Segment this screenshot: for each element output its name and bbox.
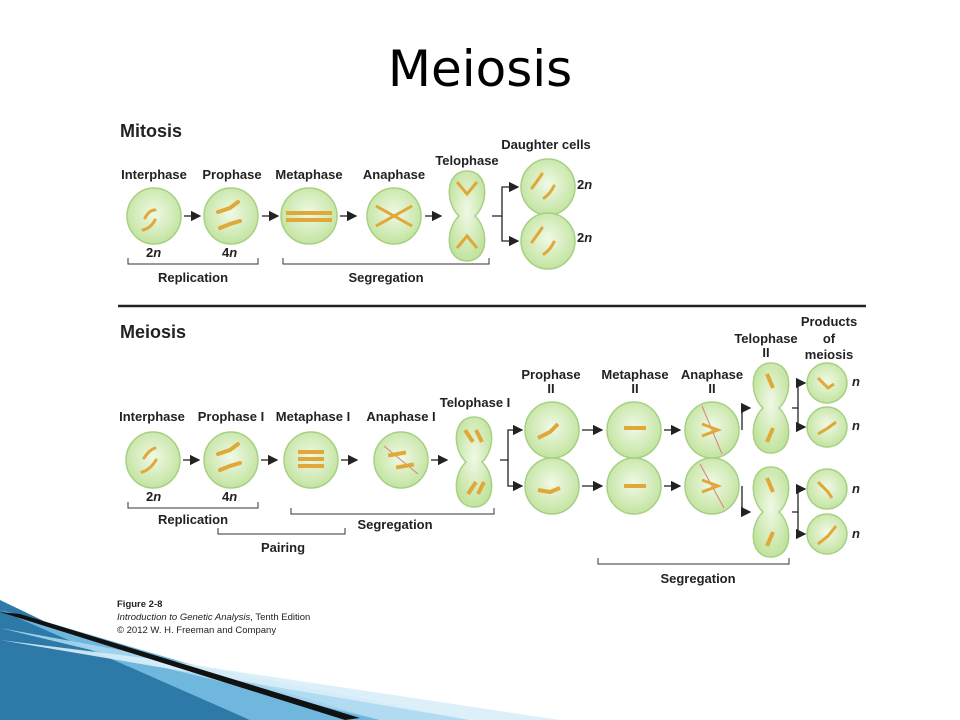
slide-title: Meiosis bbox=[387, 40, 573, 98]
meiosis-arrows bbox=[183, 377, 807, 540]
mitosis-stage-label: Telophase bbox=[435, 153, 498, 168]
book-reference: Introduction to Genetic Analysis, Tenth … bbox=[117, 611, 310, 624]
mitosis-daughter-cell-top bbox=[520, 158, 576, 216]
meiosis-bracket-label: Segregation bbox=[660, 571, 735, 586]
mitosis-brackets bbox=[127, 258, 490, 265]
meiosis-metaphase-i-cell bbox=[283, 431, 339, 489]
meiosis-stage-label: Interphase bbox=[119, 409, 185, 424]
mitosis-bracket-label: Segregation bbox=[348, 270, 423, 285]
meiosis-bracket-label: Replication bbox=[158, 512, 228, 527]
meiosis-ploidy-prophase: 4n bbox=[222, 489, 237, 504]
meiosis-telophase-ii-bottom-cell bbox=[752, 466, 790, 558]
meiosis-ii-stage-label: Telophase bbox=[734, 331, 797, 346]
figure-number: Figure 2-8 bbox=[117, 599, 163, 610]
mitosis-interphase-cell bbox=[126, 187, 182, 245]
meiosis-ii-stage-label: Anaphase bbox=[681, 367, 743, 382]
mitosis-prophase-cell bbox=[203, 187, 259, 245]
meiosis-prophase-i-cell bbox=[203, 431, 259, 489]
product-ploidy: n bbox=[852, 418, 860, 433]
meiosis-metaphase-ii-top-cell bbox=[606, 401, 662, 459]
meiosis-ii-stage-label: II bbox=[708, 381, 715, 396]
meiosis-heading: Meiosis bbox=[120, 322, 186, 342]
meiosis-ii-stage-label: Prophase bbox=[521, 367, 580, 382]
mitosis-ploidy-interphase: 2n bbox=[146, 245, 161, 260]
products-label: of bbox=[823, 331, 836, 346]
book-edition: , Tenth Edition bbox=[250, 612, 311, 623]
mitosis-ploidy-prophase: 4n bbox=[222, 245, 237, 260]
meiosis-telophase-ii-top-cell bbox=[752, 362, 790, 454]
meiosis-metaphase-ii-bottom-cell bbox=[606, 457, 662, 515]
meiosis-stage-label: Metaphase I bbox=[276, 409, 350, 424]
meiosis-ii-stage-label: II bbox=[631, 381, 638, 396]
mitosis-stage-label: Anaphase bbox=[363, 167, 425, 182]
meiosis-bracket-label: Pairing bbox=[261, 540, 305, 555]
meiosis-bracket-label: Segregation bbox=[357, 517, 432, 532]
products-label: Products bbox=[801, 314, 857, 329]
book-title: Introduction to Genetic Analysis bbox=[117, 612, 251, 623]
product-cell bbox=[806, 513, 848, 555]
product-ploidy: n bbox=[852, 374, 860, 389]
mitosis-anaphase-cell bbox=[366, 187, 422, 245]
meiosis-stage-label: Telophase I bbox=[440, 395, 511, 410]
product-ploidy: n bbox=[852, 481, 860, 496]
figure-credit: Figure 2-8 Introduction to Genetic Analy… bbox=[117, 598, 310, 637]
meiosis-anaphase-i-cell bbox=[373, 431, 429, 489]
meiosis-prophase-ii-bottom-cell bbox=[524, 457, 580, 515]
mitosis-arrows bbox=[184, 181, 520, 247]
product-ploidy: n bbox=[852, 526, 860, 541]
meiosis-ii-stage-label: II bbox=[547, 381, 554, 396]
meiosis-anaphase-ii-bottom-cell bbox=[684, 457, 740, 515]
meiosis-stage-label: Prophase I bbox=[198, 409, 264, 424]
product-cell bbox=[806, 406, 848, 448]
mitosis-stage-label: Metaphase bbox=[275, 167, 342, 182]
product-cell bbox=[806, 362, 848, 404]
meiosis-prophase-ii-top-cell bbox=[524, 401, 580, 459]
mitosis-metaphase-cell bbox=[280, 187, 338, 245]
meiosis-ii-stage-label: Metaphase bbox=[601, 367, 668, 382]
mitosis-stage-label: Daughter cells bbox=[501, 137, 591, 152]
meiosis-interphase-cell bbox=[125, 431, 181, 489]
product-cell bbox=[806, 468, 848, 510]
meiosis-ii-stage-label: II bbox=[762, 345, 769, 360]
products-label: meiosis bbox=[805, 347, 853, 362]
meiosis-stage-label: Anaphase I bbox=[366, 409, 435, 424]
meiosis-ploidy-interphase: 2n bbox=[146, 489, 161, 504]
copyright: © 2012 W. H. Freeman and Company bbox=[117, 625, 277, 636]
mitosis-daughter-cell-bottom bbox=[520, 212, 576, 270]
mitosis-bracket-label: Replication bbox=[158, 270, 228, 285]
meiosis-anaphase-ii-top-cell bbox=[684, 401, 740, 459]
mitosis-heading: Mitosis bbox=[120, 121, 182, 141]
meiosis-brackets bbox=[127, 502, 790, 565]
meiosis-telophase-i-cell bbox=[455, 416, 493, 508]
mitosis-ploidy-daughter: 2n bbox=[577, 177, 592, 192]
mitosis-telophase-cell bbox=[448, 170, 486, 262]
mitosis-stage-label: Prophase bbox=[202, 167, 261, 182]
mitosis-stage-label: Interphase bbox=[121, 167, 187, 182]
mitosis-ploidy-daughter: 2n bbox=[577, 230, 592, 245]
